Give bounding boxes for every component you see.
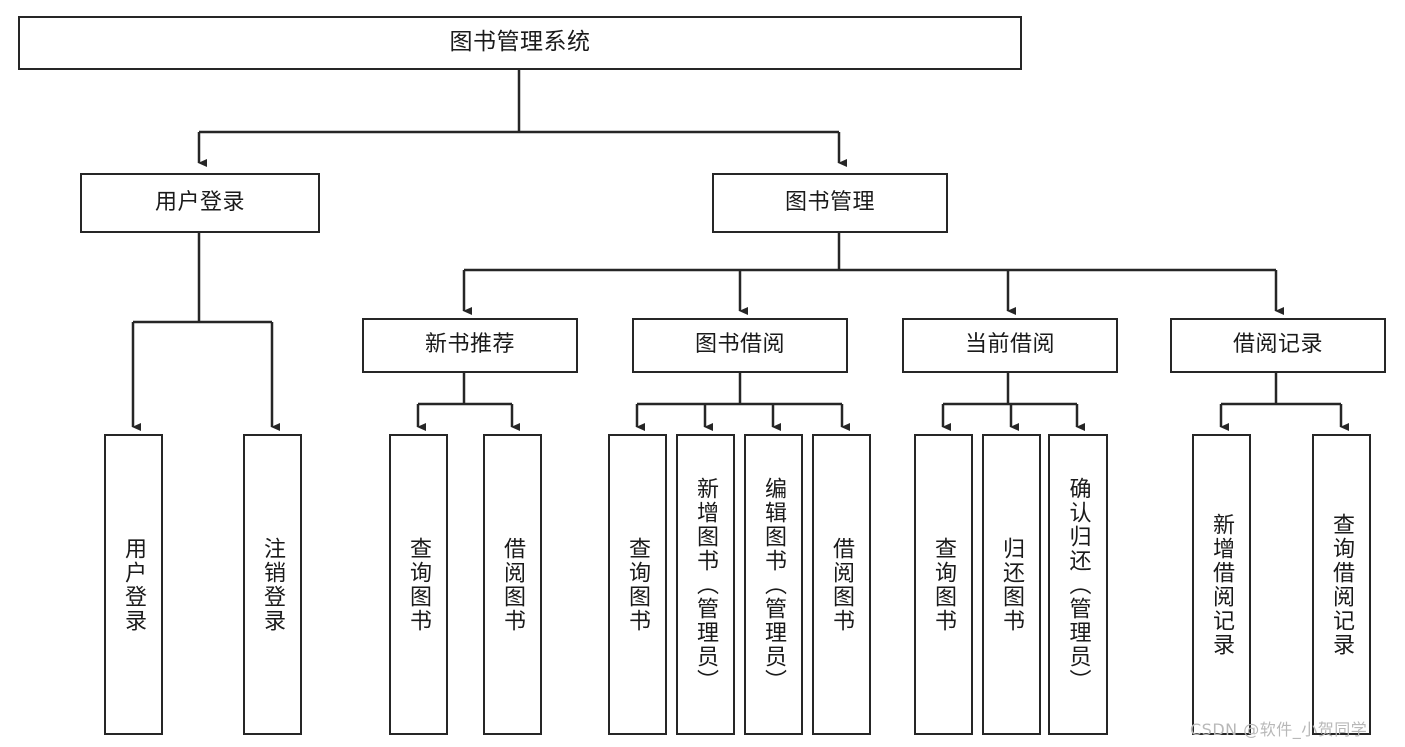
node-label: 查询图书 [625, 536, 651, 633]
node-label: 借阅图书 [829, 536, 855, 633]
node-current-borrow[interactable]: 当前借阅 [902, 318, 1118, 373]
node-leaf-user-login-signout[interactable]: 注销登录 [243, 434, 302, 735]
node-leaf-current-borrow-confirm-admin[interactable]: 确认归还（管理员） [1048, 434, 1108, 735]
node-leaf-new-book-borrow[interactable]: 借阅图书 [483, 434, 542, 735]
node-label: 图书借阅 [694, 332, 785, 358]
node-label: 归还图书 [999, 536, 1025, 633]
csdn-watermark: CSDN @软件_小贺同学 [1190, 720, 1368, 739]
node-new-book-recommendation[interactable]: 新书推荐 [362, 318, 578, 373]
node-leaf-borrow-record-add[interactable]: 新增借阅记录 [1192, 434, 1251, 735]
node-label: 借阅记录 [1232, 332, 1323, 358]
node-label: 查询图书 [931, 536, 957, 633]
node-leaf-book-borrow-query[interactable]: 查询图书 [608, 434, 667, 735]
node-label: 图书管理系统 [449, 29, 591, 56]
node-leaf-user-login-signin[interactable]: 用户登录 [104, 434, 163, 735]
node-label: 查询借阅记录 [1329, 512, 1355, 657]
node-leaf-current-borrow-return[interactable]: 归还图书 [982, 434, 1041, 735]
node-user-login[interactable]: 用户登录 [80, 173, 320, 233]
node-leaf-new-book-query[interactable]: 查询图书 [389, 434, 448, 735]
node-label: 图书管理 [784, 189, 875, 215]
node-leaf-book-borrow-edit-admin[interactable]: 编辑图书（管理员） [744, 434, 803, 735]
node-label: 确认归还（管理员） [1065, 476, 1091, 693]
node-leaf-book-borrow-add-admin[interactable]: 新增图书（管理员） [676, 434, 735, 735]
node-leaf-book-borrow-borrow[interactable]: 借阅图书 [812, 434, 871, 735]
node-label: 用户登录 [121, 536, 147, 633]
node-label: 当前借阅 [964, 332, 1055, 358]
node-label: 借阅图书 [500, 536, 526, 633]
node-leaf-current-borrow-query[interactable]: 查询图书 [914, 434, 973, 735]
node-book-management[interactable]: 图书管理 [712, 173, 948, 233]
node-root-book-management-system[interactable]: 图书管理系统 [18, 16, 1022, 70]
node-label: 查询图书 [406, 536, 432, 633]
node-book-borrow[interactable]: 图书借阅 [632, 318, 848, 373]
node-leaf-borrow-record-query[interactable]: 查询借阅记录 [1312, 434, 1371, 735]
node-label: 新增借阅记录 [1209, 512, 1235, 657]
node-label: 编辑图书（管理员） [761, 476, 787, 693]
node-label: 用户登录 [154, 189, 245, 215]
node-label: 注销登录 [260, 536, 286, 633]
node-label: 新增图书（管理员） [693, 476, 719, 693]
node-borrow-record[interactable]: 借阅记录 [1170, 318, 1386, 373]
node-label: 新书推荐 [424, 332, 515, 358]
